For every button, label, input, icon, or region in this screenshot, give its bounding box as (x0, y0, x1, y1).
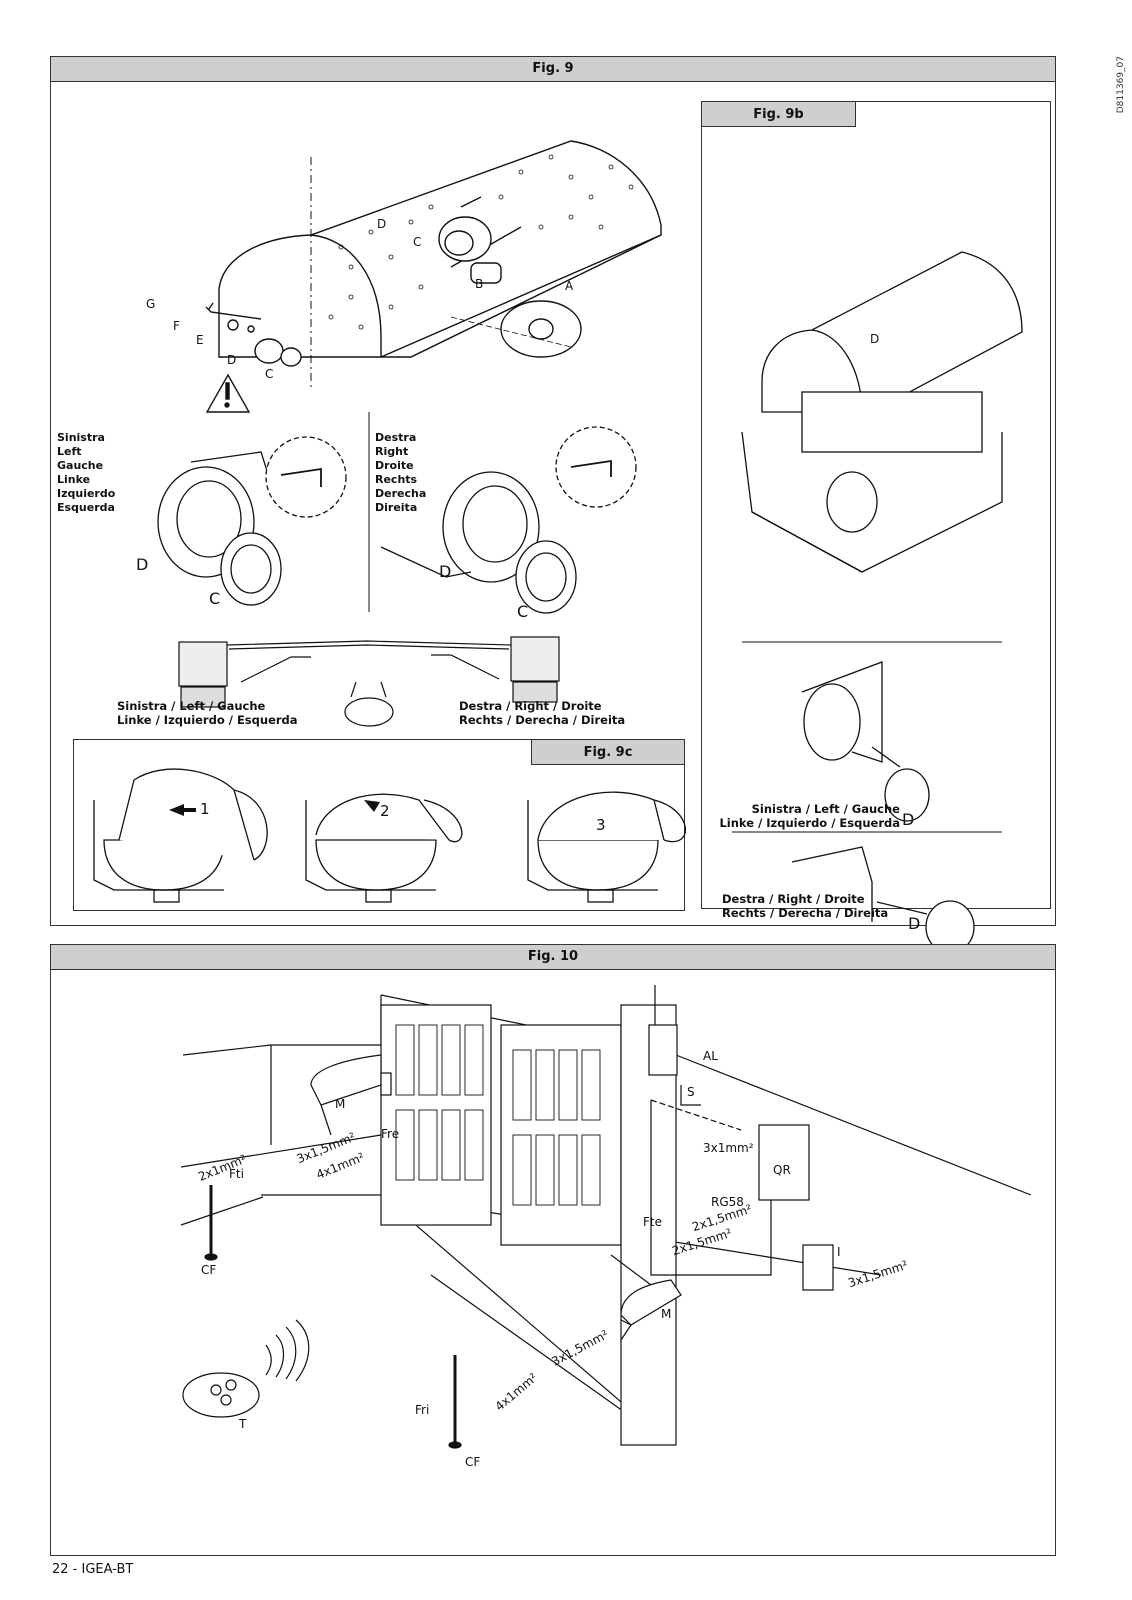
label-qr: QR (773, 1163, 791, 1177)
fig9b-label-d-bottom: D (908, 914, 921, 933)
label-a: A (565, 279, 574, 293)
label-d-right: D (439, 562, 452, 581)
fig10-panel: Fig. 10 (50, 944, 1056, 1556)
page-footer: 22 - IGEA-BT (52, 1562, 134, 1577)
label-b: B (475, 277, 484, 291)
label-c-top: C (413, 235, 422, 249)
label-f: F (173, 319, 180, 333)
label-cf-left: CF (201, 1263, 217, 1277)
label-c-bottom: C (265, 367, 274, 381)
fig10-title: Fig. 10 (51, 945, 1055, 970)
label-g: G (146, 297, 156, 311)
fig9b-title: Fig. 9b (701, 101, 856, 127)
fig9-panel: Fig. 9 (50, 56, 1056, 954)
label-m-right: M (661, 1307, 672, 1321)
fig9b-illustration (732, 251, 1023, 954)
label-d-top: D (377, 217, 387, 231)
label-fti: Fti (229, 1167, 244, 1181)
fig9c-step-3: 3 (596, 816, 606, 834)
label-d-left: D (136, 555, 149, 574)
label-c-left: C (209, 589, 221, 608)
label-c-right: C (517, 602, 529, 621)
fig9b-label-d-top: D (870, 332, 880, 346)
cable-3x1: 3x1mm² (703, 1141, 754, 1155)
label-rg58: RG58 (711, 1195, 744, 1209)
fig9c-panel: Fig. 9c 1 2 3 (73, 739, 687, 911)
label-fte: Fte (643, 1215, 662, 1229)
cover-exploded-illustration (157, 140, 662, 727)
fig9b-label-d-middle: D (902, 810, 915, 829)
label-t: T (239, 1417, 247, 1431)
fig9c-steps-illustration (93, 768, 687, 903)
label-i: I (837, 1245, 841, 1259)
installation-diagram (180, 985, 1032, 1449)
label-fre: Fre (381, 1127, 400, 1141)
label-e: E (196, 333, 204, 347)
label-s: S (687, 1085, 695, 1099)
label-al: AL (703, 1049, 718, 1063)
fig9c-title: Fig. 9c (531, 739, 685, 765)
fig9b-panel: Fig. 9b D Sinistra / Left (701, 101, 1051, 954)
label-fri: Fri (415, 1403, 430, 1417)
fig9c-step-1: 1 (200, 800, 210, 818)
document-code: D811369_07 (1116, 56, 1126, 114)
fig9c-step-2: 2 (380, 802, 390, 820)
label-m-left: M (335, 1097, 346, 1111)
fig9-title: Fig. 9 (51, 57, 1055, 82)
label-d-bottom: D (227, 353, 237, 367)
label-cf-bottom: CF (465, 1455, 481, 1469)
